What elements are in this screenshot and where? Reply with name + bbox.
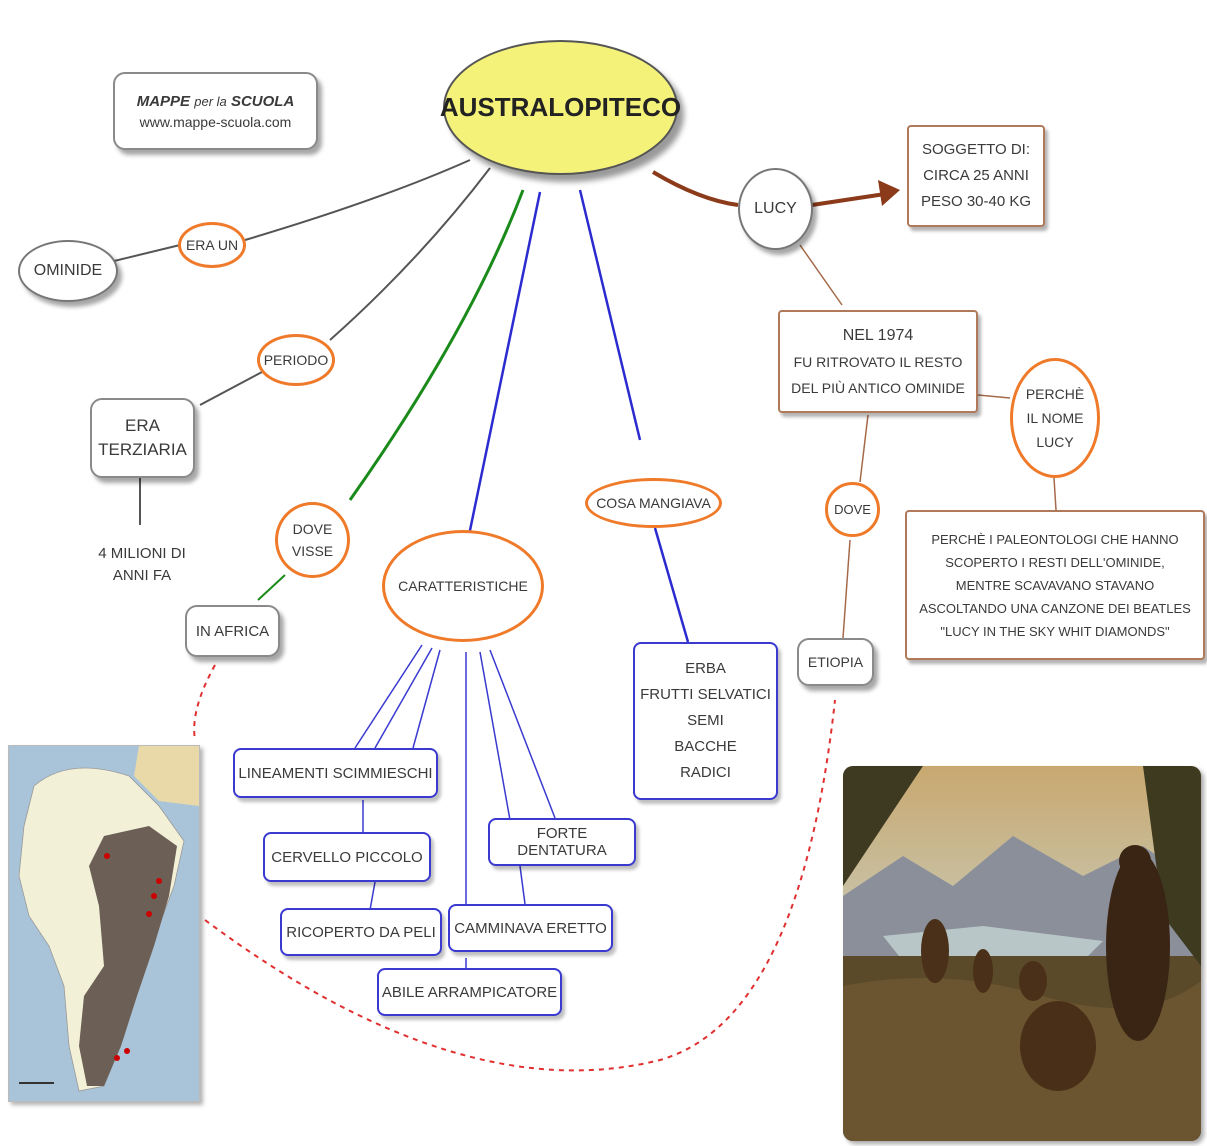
feature-dentatura: FORTE DENTATURA (488, 818, 636, 866)
node-foods: ERBA FRUTTI SELVATICI SEMI BACCHE RADICI (633, 642, 778, 800)
brand-title: MAPPE per la SCUOLA (136, 92, 295, 110)
brand-box: MAPPE per la SCUOLA www.mappe-scuola.com (113, 72, 318, 150)
illustration-drawing (843, 766, 1201, 1141)
node-spiegazione: PERCHÈ I PALEONTOLOGI CHE HANNO SCOPERTO… (905, 510, 1205, 660)
feature-arrampicatore: ABILE ARRAMPICATORE (377, 968, 562, 1016)
node-caratteristiche: CARATTERISTICHE (382, 530, 544, 642)
node-era-terziaria: ERA TERZIARIA (90, 398, 195, 478)
link-cosa-mangiava: COSA MANGIAVA (585, 478, 722, 528)
link-periodo: PERIODO (257, 334, 335, 386)
node-lucy: LUCY (738, 168, 813, 250)
node-ominide: OMINIDE (18, 240, 118, 302)
link-dove-visse: DOVE VISSE (275, 502, 350, 578)
link-era-un: ERA UN (178, 222, 246, 268)
feature-cervello: CERVELLO PICCOLO (263, 832, 431, 882)
africa-map-drawing (9, 746, 199, 1101)
node-etiopia: ETIOPIA (797, 638, 874, 686)
africa-map-image (8, 745, 200, 1102)
feature-peli: RICOPERTO DA PELI (280, 908, 442, 956)
node-4-milioni: 4 MILIONI DI ANNI FA (98, 545, 186, 584)
feature-lineamenti: LINEAMENTI SCIMMIESCHI (233, 748, 438, 798)
feature-eretto: CAMMINAVA ERETTO (448, 904, 613, 952)
link-dove: DOVE (825, 482, 880, 537)
node-nel-1974: NEL 1974 FU RITROVATO IL RESTO DEL PIÙ A… (778, 310, 978, 413)
link-perche-lucy: PERCHÈ IL NOME LUCY (1010, 358, 1100, 478)
node-soggetto: SOGGETTO DI: CIRCA 25 ANNI PESO 30-40 KG (907, 125, 1045, 227)
node-in-africa: IN AFRICA (185, 605, 280, 657)
main-topic-node: AUSTRALOPITECO (440, 40, 681, 175)
australopithecus-illustration (843, 766, 1201, 1141)
brand-url: www.mappe-scuola.com (139, 113, 292, 130)
